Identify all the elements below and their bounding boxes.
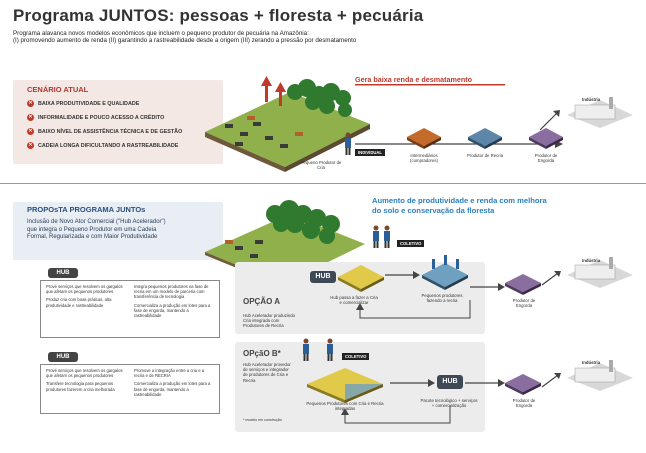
option-a-industry-arrow	[541, 271, 561, 286]
option-a-arrow	[385, 271, 420, 279]
hub-box-b-col2: Promove a integração entre a cria e a re…	[134, 368, 214, 410]
hub-box-a-item: Integra pequenos produtores na fase de r…	[134, 284, 209, 300]
hub-badge-a: HUB	[310, 271, 336, 283]
x-icon: ✕	[27, 100, 34, 107]
current-scenario-panel	[13, 80, 223, 164]
option-a-industry-label: Indústria	[582, 258, 601, 263]
subtitle-line-1: Programa alavanca novos modelos econômic…	[13, 30, 309, 37]
industry-label: Indústria	[582, 97, 601, 102]
hub-box-a-col2: Integra pequenos produtores na fase de r…	[134, 284, 214, 334]
option-b-desc: Hub Acelerador provedor de serviços e in…	[243, 362, 291, 383]
recria-icon	[468, 128, 502, 149]
red-note-underline	[355, 84, 505, 86]
problem-item: ✕BAIXO NÍVEL DE ASSISTÊNCIA TÉCNICA E DE…	[27, 128, 183, 135]
x-icon: ✕	[27, 142, 34, 149]
intermediaries-icon	[407, 128, 441, 149]
hub-box-a-item: Produz cria com boas práticas, alta prod…	[46, 297, 112, 308]
option-a-title: OPÇÃO A	[243, 297, 281, 306]
producer-person-icon	[345, 132, 351, 155]
proposal-title: PROPOsTA PROGRAMA JUNTOs	[27, 205, 146, 214]
hub-box-b-item: Prové serviços que resolvem os gargalos …	[46, 368, 123, 379]
option-b-hub-caption: Pacote tecnológico + serviços + comercia…	[420, 398, 478, 409]
option-b-producers-farm	[307, 368, 383, 403]
option-a-engorda-caption: Produtor de Engorda	[512, 298, 536, 309]
hub-box-b-item: Transfere tecnologia para pequenos produ…	[46, 381, 115, 392]
recria-farm-a	[422, 255, 468, 290]
page-subtitle: Programa alavanca novos modelos econômic…	[13, 30, 483, 45]
x-icon: ✕	[27, 128, 34, 135]
producer-caption: Pequeno Produtor de Cria	[300, 160, 342, 171]
hub-box-b-label: HUB	[48, 352, 78, 362]
option-b-engorda-caption: Produtor de Engorda	[512, 398, 536, 409]
engorda-icon	[529, 128, 563, 149]
engorda-caption: Produtor de Engorda	[534, 153, 558, 164]
option-b-people-icon	[303, 338, 333, 361]
option-a-producers-caption: Pequenos produtores fazendo a recria	[421, 293, 463, 304]
individual-tag: INDIVIDUAL	[355, 149, 385, 156]
intermediaries-caption: Intermediários (compradores)	[410, 153, 438, 164]
proposal-note: Aumento de produtividade e renda com mel…	[372, 196, 547, 215]
proposal-panel	[13, 202, 223, 260]
hub-badge-b: HUB	[437, 375, 463, 389]
option-b-loop-arrow	[341, 405, 451, 424]
option-b-industry-label: Indústria	[582, 360, 601, 365]
industry-icon	[567, 97, 633, 128]
option-b-arrow-to-hub	[390, 379, 435, 387]
problem-item: ✕BAIXA PRODUTIVIDADE E QUALIDADE	[27, 100, 140, 107]
hub-box-a-label: HUB	[48, 268, 78, 278]
current-scenario-note: Gera baixa renda e desmatamento	[355, 75, 473, 84]
x-icon: ✕	[27, 114, 34, 121]
option-b-title: OPçãO B*	[243, 349, 281, 358]
section-divider	[0, 183, 646, 184]
hub-box-b-item: Promove a integração entre a cria e a re…	[134, 368, 205, 379]
hub-box-a-item: Prové serviços que resolvem os gargalos …	[46, 284, 123, 295]
proposal-text: Inclusão de Novo Ator Comercial ("Hub Ac…	[27, 219, 166, 241]
option-a-to-engorda-arrow	[470, 283, 505, 291]
problem-list: ✕BAIXA PRODUTIVIDADE E QUALIDADE ✕INFORM…	[27, 100, 182, 149]
option-a-desc: Hub Acelerador produzindo Cria integrada…	[243, 313, 296, 329]
option-b-industry-arrow	[541, 373, 561, 388]
hub-box-b: Prové serviços que resolvem os gargalos …	[40, 364, 220, 414]
hub-farm-a	[338, 265, 384, 292]
industry-icon-b	[567, 360, 633, 391]
hub-box-b-item: Comercializa a produção em lotes para a …	[134, 381, 211, 397]
coletivo-tag-a: COLETIVO	[397, 240, 425, 247]
industry-icon-a	[567, 257, 633, 288]
hub-box-a: Prové serviços que resolvem os gargalos …	[40, 280, 220, 338]
engorda-farm-a	[505, 274, 541, 295]
proposal-people-icon	[373, 225, 390, 248]
recria-caption: Produtor de Recria	[466, 153, 504, 158]
problem-item: ✕INFORMALIDADE E POUCO ACESSO A CRÉDITO	[27, 114, 165, 121]
coletivo-tag-b: COLETIVO	[342, 353, 370, 360]
current-scenario-title: CENÁRIO ATUAL	[27, 85, 89, 94]
subtitle-line-2: (I) promovendo aumento de renda (II) gar…	[13, 37, 357, 45]
page-title: Programa JUNTOS: pessoas + floresta + pe…	[13, 6, 424, 25]
option-b-to-engorda-arrow	[465, 379, 505, 387]
option-a-hub-caption: Hub passa a fazer a Cria e comercializar	[330, 295, 378, 306]
hub-box-a-item: Comercializa a produção em lotes para a …	[134, 302, 211, 319]
problem-item: ✕CADEIA LONGA DIFICULTANDO A RASTREABILI…	[27, 142, 179, 149]
hub-box-a-col1: Prové serviços que resolvem os gargalos …	[46, 284, 126, 334]
option-b-footnote: * modelo em construção	[243, 418, 282, 422]
industry-arrow	[539, 110, 560, 131]
hub-box-b-col1: Prové serviços que resolvem os gargalos …	[46, 368, 126, 410]
option-a-loop-arrow	[356, 300, 471, 319]
engorda-farm-b	[505, 374, 541, 395]
